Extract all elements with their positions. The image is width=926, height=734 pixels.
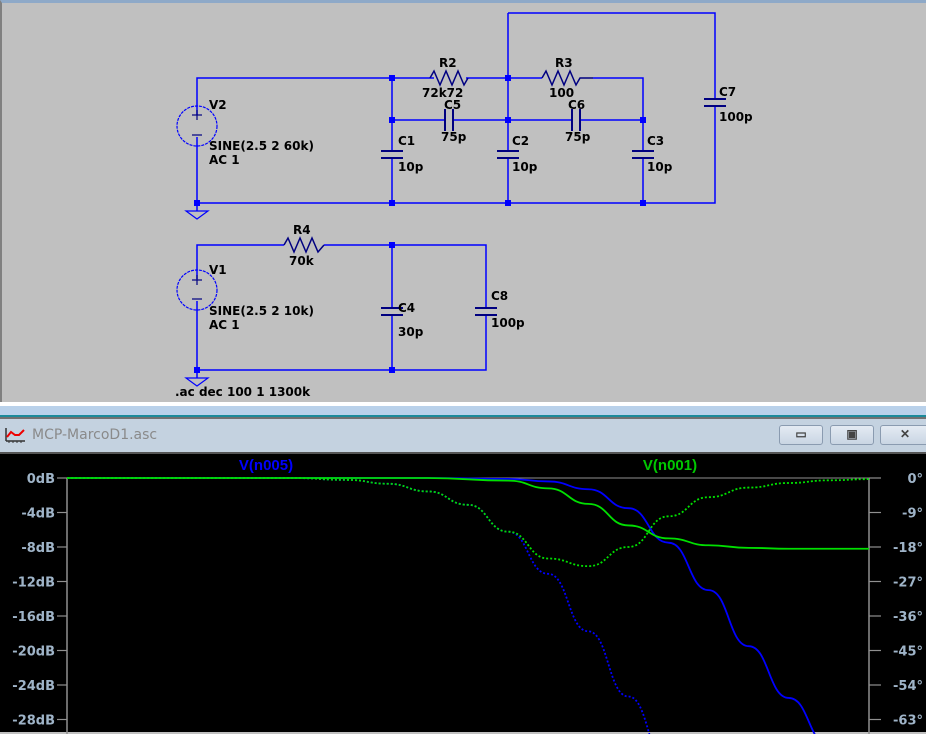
phase-curve-vn005	[66, 477, 651, 734]
r3-label: R3	[555, 56, 573, 70]
capacitor-c6-icon[interactable]	[571, 109, 581, 131]
v1-ac: AC 1	[209, 318, 240, 332]
window-separator	[0, 402, 926, 406]
voltage-source-v2-icon[interactable]	[176, 105, 218, 147]
junction-dots	[194, 75, 646, 373]
right-tick-label: -36°	[893, 610, 923, 625]
close-icon: ✕	[899, 427, 911, 441]
v2-ac: AC 1	[209, 153, 240, 167]
r4-value: 70k	[289, 254, 315, 268]
right-tick-label: -18°	[893, 541, 923, 556]
c6-label: C6	[568, 98, 585, 112]
capacitor-c8-icon[interactable]	[475, 307, 497, 316]
left-tick-label: 0dB	[27, 472, 55, 487]
c1-value: 10p	[398, 160, 424, 174]
right-tick-label: -63°	[893, 714, 923, 729]
c7-value: 100p	[719, 110, 753, 124]
c2-label: C2	[512, 134, 529, 148]
c4-label: C4	[398, 301, 415, 315]
capacitor-c4-icon[interactable]	[381, 307, 403, 316]
right-tick-label: -27°	[893, 576, 923, 591]
c3-value: 10p	[647, 160, 673, 174]
magnitude-curve-vn005	[67, 477, 816, 734]
waveform-app-icon	[5, 428, 25, 443]
c6-value: 75p	[565, 130, 591, 144]
r4-label: R4	[293, 223, 311, 237]
schematic-canvas[interactable]: V2 SINE(2.5 2 60k) AC 1 R2 72k72 C5 75p …	[2, 3, 926, 405]
spice-directive[interactable]: .ac dec 100 1 1300k	[175, 385, 311, 399]
r3-value: 100	[549, 86, 574, 100]
c7-label: C7	[719, 85, 736, 99]
left-tick-label: -24dB	[12, 679, 55, 694]
window-separator-band	[0, 406, 926, 417]
capacitor-c1-icon[interactable]	[381, 150, 403, 159]
left-tick-label: -8dB	[21, 541, 55, 556]
maximize-button[interactable]: ▣	[830, 425, 874, 445]
plot-canvas[interactable]: V(n005) V(n001) 0dB -4dB -8dB -12dB -16dB -20d…	[0, 454, 926, 734]
r2-value: 72k72	[422, 86, 463, 100]
capacitor-c2-icon[interactable]	[497, 150, 519, 159]
c1-label: C1	[398, 134, 415, 148]
v1-label: V1	[209, 263, 227, 277]
c3-label: C3	[647, 134, 664, 148]
maximize-icon: ▣	[846, 427, 858, 441]
c8-label: C8	[491, 289, 508, 303]
right-tick-label: -45°	[893, 645, 923, 660]
v2-value: SINE(2.5 2 60k)	[209, 139, 314, 153]
v2-label: V2	[209, 98, 227, 112]
ground-icon	[184, 210, 210, 220]
right-tick-label: -9°	[902, 507, 923, 522]
c2-value: 10p	[512, 160, 538, 174]
close-button[interactable]: ✕	[880, 425, 926, 445]
resistor-r2-icon[interactable]	[429, 69, 469, 87]
c5-value: 75p	[441, 130, 467, 144]
capacitor-c5-icon[interactable]	[444, 109, 454, 131]
c5-label: C5	[444, 98, 461, 112]
c8-value: 100p	[491, 316, 525, 330]
resistor-r4-icon[interactable]	[283, 236, 325, 254]
r2-label: R2	[439, 56, 457, 70]
wires	[196, 12, 716, 371]
minimize-button[interactable]: ▭	[779, 425, 823, 445]
plot-window-title: MCP-MarcoD1.asc	[32, 427, 158, 443]
resistor-r3-icon[interactable]	[541, 69, 593, 87]
v1-value: SINE(2.5 2 10k)	[209, 304, 314, 318]
left-tick-label: -12dB	[12, 576, 55, 591]
legend-vn005: V(n005)	[239, 457, 293, 474]
magnitude-curve-vn001	[67, 477, 869, 550]
c4-value: 30p	[398, 325, 424, 339]
phase-curve-vn001	[66, 477, 870, 568]
voltage-source-v1-icon[interactable]	[176, 269, 218, 311]
window-separator-line	[0, 417, 926, 419]
legend-vn001: V(n001)	[643, 457, 697, 474]
left-tick-label: -20dB	[12, 645, 55, 660]
capacitor-c3-icon[interactable]	[632, 150, 654, 159]
right-tick-label: 0°	[907, 472, 923, 487]
schematic-editor[interactable]: V2 SINE(2.5 2 60k) AC 1 R2 72k72 C5 75p …	[0, 0, 926, 402]
plot-window-titlebar[interactable]: MCP-MarcoD1.asc ▭ ▣ ✕	[0, 419, 926, 452]
waveform-plot[interactable]: V(n005) V(n001) 0dB -4dB -8dB -12dB -16dB -20d…	[0, 452, 926, 734]
minimize-icon: ▭	[795, 427, 807, 441]
right-tick-label: -54°	[893, 679, 923, 694]
left-tick-label: -4dB	[21, 507, 55, 522]
left-tick-label: -16dB	[12, 610, 55, 625]
capacitor-c7-icon[interactable]	[704, 98, 726, 107]
left-tick-label: -28dB	[12, 714, 55, 729]
